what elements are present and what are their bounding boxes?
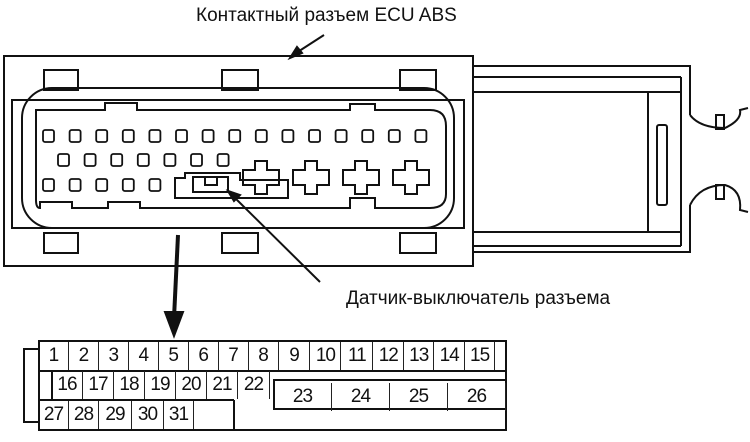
pin-number: 3 (99, 342, 129, 370)
pin-number: 4 (129, 342, 159, 370)
pin-number: 13 (404, 342, 435, 370)
pin-hole (361, 129, 375, 143)
pin-number: 1 (39, 342, 69, 370)
pin-number: 25 (390, 383, 448, 411)
pin-hole (334, 129, 348, 143)
pin-number: 20 (176, 371, 207, 399)
pin-number: 7 (219, 342, 249, 370)
pin-hole (175, 129, 188, 143)
pin-number: 21 (207, 371, 238, 399)
pin-number: 19 (145, 371, 176, 399)
pin-number: 30 (132, 401, 164, 429)
pin-hole (148, 129, 162, 143)
pin-number: 22 (238, 371, 270, 399)
pin-number: 29 (99, 401, 132, 429)
pin-number: 11 (341, 342, 374, 370)
pin-number: 28 (69, 401, 99, 429)
pin-number: 6 (189, 342, 219, 370)
pin-number: 8 (249, 342, 279, 370)
pin-hole (201, 129, 215, 143)
latch-body (473, 65, 749, 253)
pin-hole (121, 129, 135, 143)
pin-hole (136, 153, 150, 167)
title-arrow (287, 34, 325, 61)
pin-number: 2 (69, 342, 99, 370)
pin-number: 24 (332, 383, 390, 411)
housing-outline (3, 55, 474, 267)
pin-hole (121, 178, 135, 192)
pin-hole (110, 153, 124, 167)
bottom-tabs (43, 232, 437, 254)
pin-hole (95, 178, 109, 192)
pinout-bracket (23, 348, 38, 423)
pin-hole (387, 129, 401, 143)
connector-switch (174, 172, 289, 199)
pin-hole (95, 129, 109, 143)
pin-number: 16 (52, 371, 83, 399)
pin-number: 14 (434, 342, 466, 370)
pin-hole (254, 129, 268, 143)
shroud-inner (21, 87, 455, 229)
pin-hole (148, 178, 162, 192)
pin-number: 27 (39, 401, 69, 429)
pinout-arrow (163, 234, 185, 339)
pin-number: 17 (83, 371, 114, 399)
pin-hole (68, 178, 82, 192)
pin-number: 12 (373, 342, 405, 370)
connector-title: Контактный разъем ECU ABS (196, 5, 457, 26)
pin-hole (414, 129, 428, 143)
pin-hole (190, 153, 203, 167)
switch-label: Датчик-выключатель разъема (346, 288, 611, 309)
pin-cavity-outline (35, 102, 447, 210)
pin-number: 5 (159, 342, 189, 370)
pin-number: 9 (279, 342, 311, 370)
pin-number: 15 (465, 342, 496, 370)
pin-hole (216, 153, 230, 167)
pin-hole (308, 129, 321, 143)
pin-hole (42, 178, 55, 192)
pin-hole (68, 129, 82, 143)
pin-hole (228, 129, 242, 143)
pin-hole (42, 129, 55, 143)
pin-hole (281, 129, 295, 143)
pin-number: 26 (448, 383, 506, 411)
pin-hole (57, 153, 70, 167)
switch-arrow (225, 189, 321, 283)
top-tabs (43, 69, 437, 91)
pin-holes (42, 129, 428, 192)
power-terminals (242, 160, 430, 195)
pin-number: 18 (114, 371, 145, 399)
pin-number: 31 (164, 401, 194, 429)
pin-number: 23 (274, 383, 332, 411)
pin-hole (83, 153, 97, 167)
pin-number: 10 (310, 342, 342, 370)
pin-hole (163, 153, 177, 167)
